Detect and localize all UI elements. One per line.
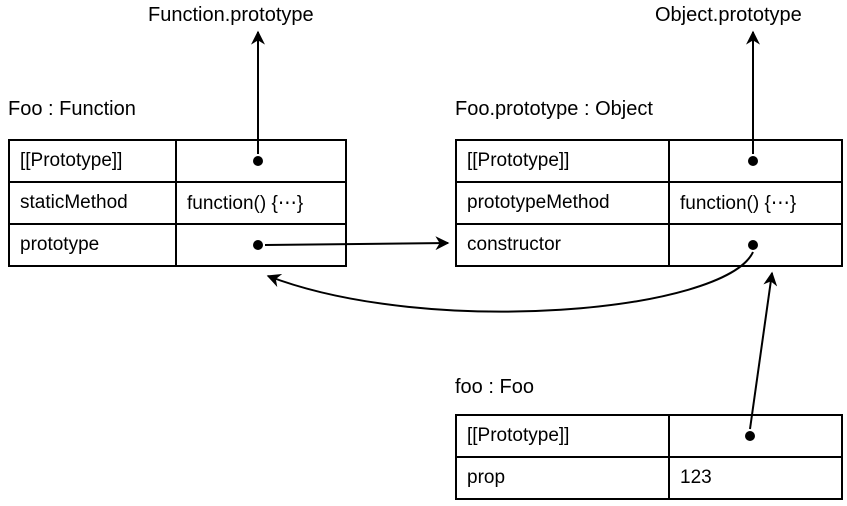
property-value-cell: function() {⋯} [668,181,843,225]
table-row: [[Prototype]] [455,414,843,458]
object-prototype-label: Object.prototype [655,4,802,26]
pointer-cell [668,414,843,458]
table-row: prototypeMethod function() {⋯} [455,181,843,225]
table-row: prototype [8,223,347,267]
table-row: staticMethod function() {⋯} [8,181,347,225]
property-name-cell: [[Prototype]] [455,139,670,183]
foo-instance-table: [[Prototype]] prop 123 [455,414,843,500]
pointer-cell [668,223,843,267]
foo-table-title: Foo : Function [8,98,136,120]
arrow-fooinstance-to-fooproto-table [749,271,778,430]
pointer-cell [175,139,347,183]
foo-prototype-table: [[Prototype]] prototypeMethod function()… [455,139,843,267]
property-value-cell: function() {⋯} [175,181,347,225]
property-name-cell: [[Prototype]] [455,414,670,458]
property-value-cell: 123 [668,456,843,500]
pointer-cell [668,139,843,183]
property-name-cell: staticMethod [8,181,177,225]
function-prototype-label: Function.prototype [148,4,314,26]
property-name-cell: constructor [455,223,670,267]
foo-table: [[Prototype]] staticMethod function() {⋯… [8,139,347,267]
property-name-cell: [[Prototype]] [8,139,177,183]
foo-instance-table-title: foo : Foo [455,376,534,398]
table-row: constructor [455,223,843,267]
property-name-cell: prototype [8,223,177,267]
property-name-cell: prop [455,456,670,500]
table-row: [[Prototype]] [8,139,347,183]
property-name-cell: prototypeMethod [455,181,670,225]
table-row: [[Prototype]] [455,139,843,183]
foo-prototype-table-title: Foo.prototype : Object [455,98,653,120]
table-row: prop 123 [455,456,843,500]
pointer-cell [175,223,347,267]
